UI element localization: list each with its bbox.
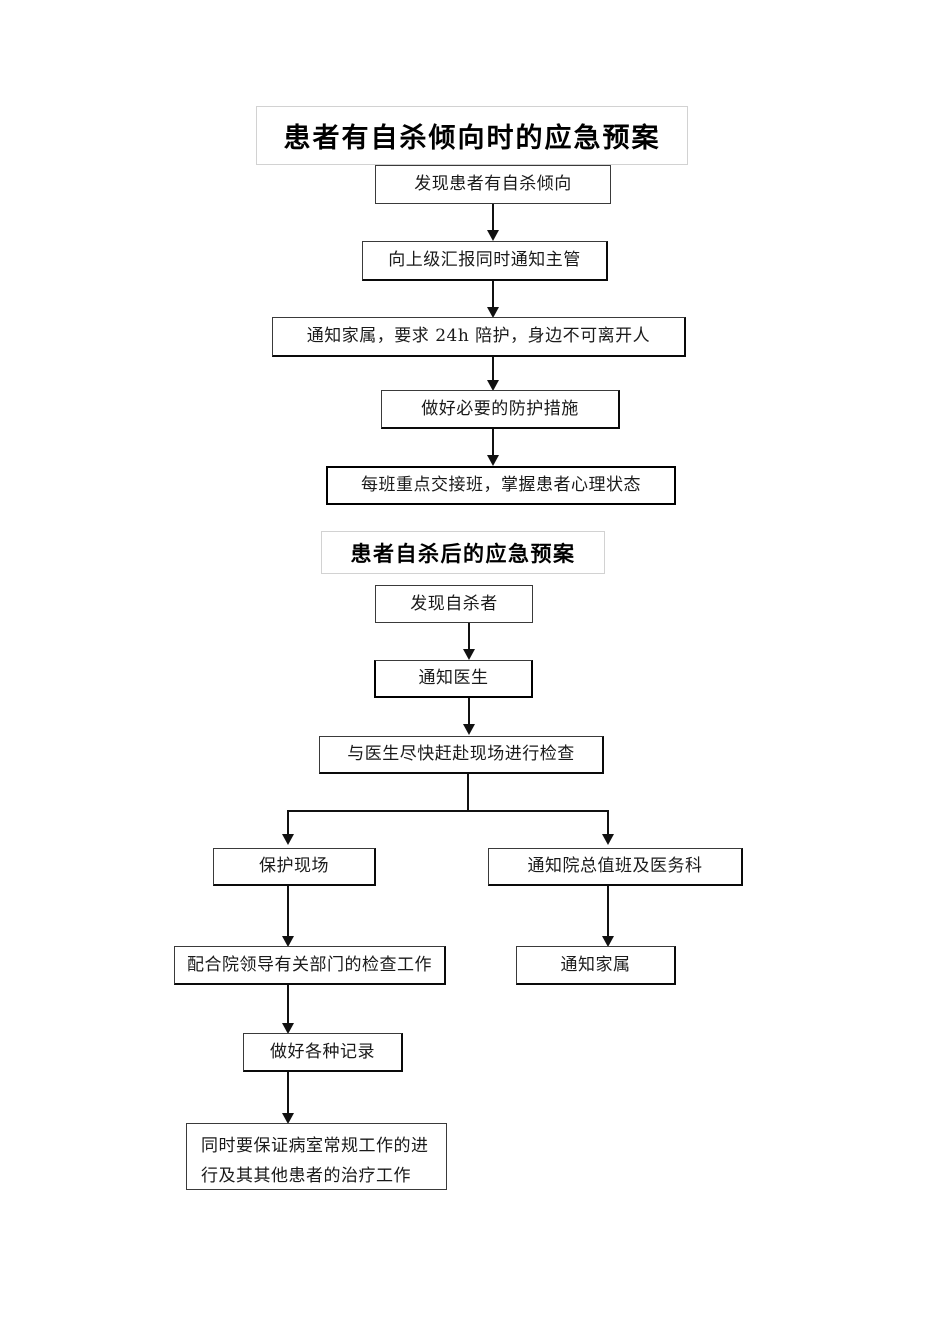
connector-s2-4l-to-s2-5l bbox=[287, 886, 289, 942]
connector-s2-2-to-s2-3 bbox=[468, 698, 470, 730]
arrowhead-s1-4-to-s1-5 bbox=[487, 455, 499, 466]
node-line-1: 同时要保证病室常规工作的进 bbox=[201, 1136, 429, 1156]
node-discover-suicide-victim: 发现自杀者 bbox=[375, 585, 533, 623]
arrowhead-s2-4r-to-s2-5r bbox=[602, 936, 614, 947]
arrowhead-s1-1-to-s1-2 bbox=[487, 230, 499, 241]
node-protect-scene: 保护现场 bbox=[213, 848, 376, 886]
arrowhead-s2-5l-to-s2-6l bbox=[282, 1023, 294, 1034]
node-make-records: 做好各种记录 bbox=[243, 1033, 403, 1072]
arrowhead-s1-2-to-s1-3 bbox=[487, 307, 499, 318]
node-discover-suicidal-tendency: 发现患者有自杀倾向 bbox=[375, 165, 611, 204]
connector-s1-2-to-s1-3 bbox=[492, 281, 494, 313]
connector-s1-1-to-s1-2 bbox=[492, 204, 494, 236]
node-report-to-supervisor: 向上级汇报同时通知主管 bbox=[362, 241, 608, 281]
node-notify-family: 通知家属 bbox=[516, 946, 676, 985]
node-line-2: 行及其其他患者的治疗工作 bbox=[201, 1165, 411, 1186]
node-notify-family-24h-care: 通知家属，要求 24h 陪护，身边不可离开人 bbox=[272, 317, 686, 357]
section-title-after-suicide: 患者自杀后的应急预案 bbox=[321, 531, 605, 574]
node-protective-measures: 做好必要的防护措施 bbox=[381, 390, 620, 429]
arrowhead-s2-1-to-s2-2 bbox=[463, 649, 475, 660]
connector-s2-5l-to-s2-6l bbox=[287, 985, 289, 1029]
connector-s2-4r-to-s2-5r bbox=[607, 886, 609, 942]
connector-s1-4-to-s1-5 bbox=[492, 429, 494, 461]
arrowhead-s2-6l-to-s2-7l bbox=[282, 1113, 294, 1124]
arrowhead-s1-3-to-s1-4 bbox=[487, 380, 499, 391]
node-notify-duty-office-and-medical-dept: 通知院总值班及医务科 bbox=[488, 848, 743, 886]
node-cooperate-with-leaders-inspection: 配合院领导有关部门的检查工作 bbox=[174, 946, 446, 985]
arrowhead-split-to-protect-scene bbox=[282, 834, 294, 845]
arrowhead-s2-2-to-s2-3 bbox=[463, 724, 475, 735]
connector-s2-3-to-split bbox=[467, 774, 469, 812]
connector-split-horizontal bbox=[287, 810, 609, 812]
connector-s1-3-to-s1-4 bbox=[492, 357, 494, 386]
connector-s2-6l-to-s2-7l bbox=[287, 1072, 289, 1119]
node-notify-doctor: 通知医生 bbox=[374, 660, 533, 698]
node-ensure-ward-routine-work: 同时要保证病室常规工作的进 行及其其他患者的治疗工作 bbox=[186, 1123, 447, 1190]
arrowhead-s2-4l-to-s2-5l bbox=[282, 936, 294, 947]
connector-split-right-drop bbox=[607, 810, 609, 839]
arrowhead-split-to-notify-duty-office bbox=[602, 834, 614, 845]
connector-split-left-drop bbox=[287, 810, 289, 839]
section-title-suicidal-tendency: 患者有自杀倾向时的应急预案 bbox=[256, 106, 688, 165]
connector-s2-1-to-s2-2 bbox=[468, 623, 470, 655]
node-go-to-scene-with-doctor: 与医生尽快赶赴现场进行检查 bbox=[319, 736, 604, 774]
node-shift-handover-psych-state: 每班重点交接班，掌握患者心理状态 bbox=[326, 466, 676, 505]
